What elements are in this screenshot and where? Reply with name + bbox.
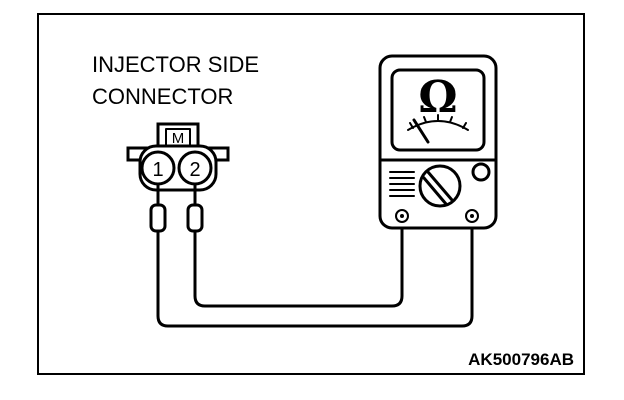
probe-2 (186, 203, 204, 233)
pin-number-1: 1 (152, 159, 163, 181)
connector-key-mark: M (172, 130, 185, 147)
meter-display (390, 68, 486, 152)
lead-pin-2-to-meter (193, 220, 404, 308)
scale-tick (462, 122, 467, 129)
scale-tick (449, 116, 453, 123)
meter-needle (412, 118, 430, 144)
injector-side-connector: M 1 2 (126, 122, 230, 208)
terminal-positive-core (470, 214, 474, 218)
connector-label: INJECTOR SIDE CONNECTOR (92, 52, 259, 109)
diagram-frame (37, 13, 585, 375)
label-line-1: INJECTOR SIDE (92, 52, 259, 77)
scale-tick (423, 116, 427, 123)
probe-1 (149, 203, 167, 233)
figure-code: AK500796AB (468, 350, 574, 369)
test-probes (149, 203, 204, 233)
scale-tick (409, 122, 414, 129)
selector-pointer-edge (422, 176, 448, 206)
test-leads (156, 220, 474, 328)
label-line-2: CONNECTOR (92, 84, 233, 109)
terminal-negative-core (400, 214, 404, 218)
lead-pin-1-to-meter (156, 220, 474, 328)
pin-number-2: 2 (189, 159, 200, 181)
zero-adjust-button (471, 162, 491, 182)
range-marks (389, 171, 415, 197)
selector-pointer (426, 170, 454, 202)
ohmmeter: Ω (378, 54, 498, 230)
